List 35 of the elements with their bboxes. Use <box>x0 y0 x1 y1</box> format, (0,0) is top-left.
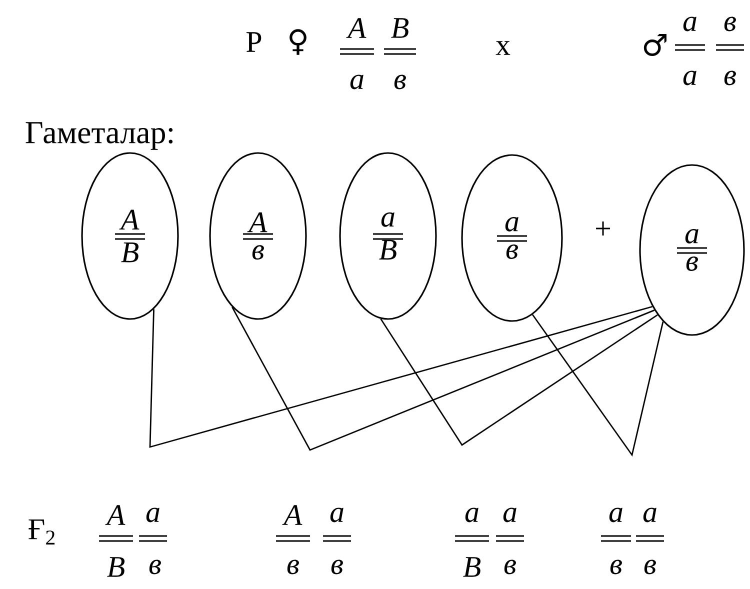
genotype-letter: в <box>724 16 736 32</box>
genotype-letter: в <box>644 560 656 574</box>
connector-line <box>532 314 664 457</box>
genotype-letter: A <box>282 505 302 525</box>
genotype-letter: в <box>331 560 343 574</box>
genotype-letter: B <box>107 557 125 577</box>
genotype-letter: a <box>503 508 516 522</box>
connector-line <box>149 306 653 448</box>
genotype-letter: a <box>146 508 160 522</box>
genotype-letter: a <box>465 508 478 522</box>
genotype-letter: a <box>683 70 696 86</box>
genotype-letter: A <box>105 505 126 525</box>
genotype-letter: в <box>504 560 516 574</box>
genotype-letter: в <box>724 70 736 86</box>
genotype-letter: в <box>149 560 161 574</box>
genotype-letter: A <box>346 18 366 38</box>
label: + <box>596 222 610 236</box>
genotype-letter: a <box>330 508 344 522</box>
label: P <box>246 32 262 52</box>
genotype-letter: a <box>609 508 622 522</box>
label: Ғ$_{2}$ <box>28 520 55 544</box>
label: x <box>496 41 510 55</box>
genotype-letter: a <box>643 508 656 522</box>
genotype-letter: в <box>287 560 299 574</box>
sex-symbol: ♀ <box>290 29 306 55</box>
genotype-letter: a <box>350 74 364 90</box>
sex-symbol: ♂ <box>644 34 666 56</box>
genotype-letter: в <box>394 74 406 90</box>
connector-line <box>380 314 658 446</box>
genotype-letter: B <box>391 18 409 38</box>
connector-line <box>232 306 655 451</box>
genotype-letter: B <box>463 557 481 577</box>
genotype-letter: a <box>683 16 696 32</box>
genotype-letter: в <box>610 560 622 574</box>
heading: Гаметалар: <box>26 122 173 150</box>
